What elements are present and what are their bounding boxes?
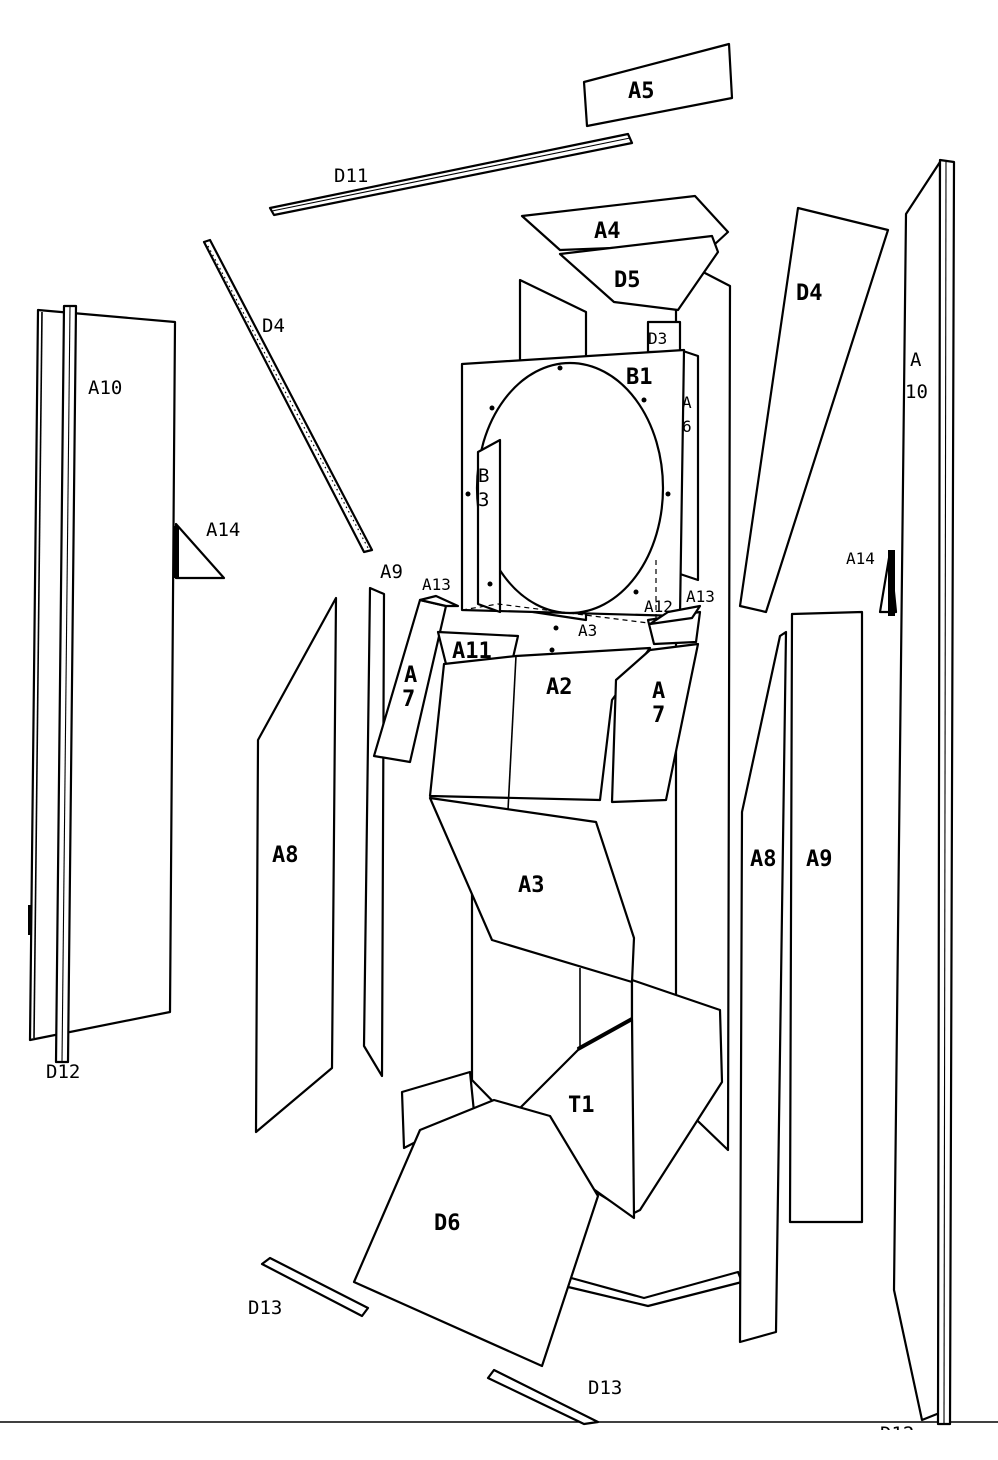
a2-fold xyxy=(507,655,517,811)
label-d13-left: D13 xyxy=(248,1297,282,1319)
part-b3 xyxy=(476,438,502,614)
b1-driver-cutout xyxy=(475,361,665,615)
d12-edge xyxy=(943,161,947,1425)
label-a2: A2 xyxy=(546,675,573,700)
label-a4: A4 xyxy=(594,219,621,244)
a14-block xyxy=(173,526,179,578)
b1-hole xyxy=(665,491,671,497)
label-a10-left: A10 xyxy=(88,377,122,399)
part-a10-left xyxy=(28,308,177,1042)
label-a5: A5 xyxy=(628,79,655,104)
part-d6 xyxy=(352,1098,600,1368)
label-d5: D5 xyxy=(614,268,641,293)
label-d13-right: D13 xyxy=(588,1377,622,1399)
bottom-crop xyxy=(860,1430,998,1460)
b1-hole xyxy=(489,405,495,411)
part-d4-right xyxy=(738,206,890,614)
label-a9-left: A9 xyxy=(380,561,403,583)
label-a13-left: A13 xyxy=(422,575,451,594)
label-a10-right-a: A xyxy=(910,349,922,371)
label-a7-right-a: A xyxy=(652,679,665,704)
label-a8-right: A8 xyxy=(750,847,777,872)
part-a8-right xyxy=(738,630,788,1344)
part-d12-right xyxy=(936,158,956,1426)
label-b3-3: 3 xyxy=(478,489,489,511)
label-a9-right: A9 xyxy=(806,847,833,872)
a10-mark xyxy=(28,905,32,935)
label-d4-right: D4 xyxy=(796,281,823,306)
part-d3 xyxy=(646,320,682,354)
part-a5 xyxy=(582,42,734,128)
label-d11: D11 xyxy=(334,165,368,187)
part-t1-side xyxy=(630,978,724,1216)
b1-hole xyxy=(641,397,647,403)
label-d12-left: D12 xyxy=(46,1061,80,1083)
part-a9-left xyxy=(362,586,386,1078)
b1-hole xyxy=(557,365,563,371)
b1-hole xyxy=(465,491,471,497)
label-a8-left: A8 xyxy=(272,843,299,868)
label-a3: A3 xyxy=(518,873,545,898)
label-a10-right-10: 10 xyxy=(905,381,928,403)
a10-edge xyxy=(33,311,43,1039)
label-a7-left-7: 7 xyxy=(402,687,415,712)
part-a13-left xyxy=(418,594,460,608)
part-a13-right xyxy=(648,604,702,626)
b1-hole xyxy=(633,589,639,595)
d12-edge xyxy=(61,305,71,1063)
label-t1: T1 xyxy=(568,1093,595,1118)
label-d3: D3 xyxy=(648,329,667,348)
part-a3 xyxy=(428,796,636,984)
d11-edge xyxy=(271,137,631,212)
a14-block xyxy=(888,550,895,616)
part-d5 xyxy=(558,234,720,312)
label-a3-small: A3 xyxy=(578,621,597,640)
part-a10-right xyxy=(892,160,944,1422)
label-a6-6: 6 xyxy=(682,417,692,436)
part-a9-right xyxy=(788,610,864,1224)
part-bottom-rail xyxy=(562,1270,744,1308)
label-d4-left: D4 xyxy=(262,315,285,337)
part-d13-right xyxy=(486,1368,600,1426)
label-a7-left-a: A xyxy=(404,663,417,688)
part-a7-right xyxy=(610,642,700,804)
label-a13-right: A13 xyxy=(686,587,715,606)
a3-hole xyxy=(549,647,555,653)
part-a4 xyxy=(520,194,730,252)
label-a14-right: A14 xyxy=(846,549,875,568)
label-a12: A12 xyxy=(644,597,673,616)
label-b3-b: B xyxy=(478,465,489,487)
label-a6-a: A xyxy=(682,393,692,412)
label-a7-right-7: 7 xyxy=(652,703,665,728)
d4-dotted xyxy=(207,245,369,549)
label-a11: A11 xyxy=(452,639,492,664)
label-d6: D6 xyxy=(434,1211,461,1236)
b1-hole xyxy=(553,625,559,631)
part-d13-left xyxy=(260,1256,370,1318)
label-b1: B1 xyxy=(626,365,653,390)
label-a14-left: A14 xyxy=(206,519,240,541)
b1-hole xyxy=(487,581,493,587)
part-a8-left xyxy=(254,596,338,1134)
